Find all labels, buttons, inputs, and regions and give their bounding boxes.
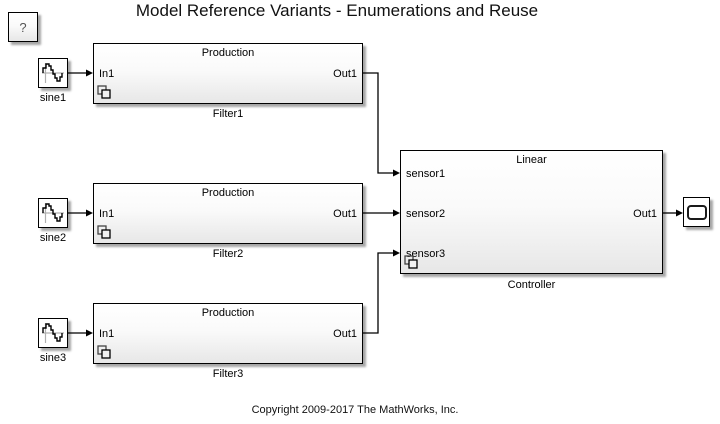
controller-sensor3-port-label: sensor3 (406, 248, 446, 260)
copyright-annotation: Copyright 2009-2017 The MathWorks, Inc. (251, 404, 459, 416)
variant-badge-icon (404, 255, 418, 269)
filter2-block-name: Filter2 (212, 248, 244, 260)
sine3-block-name: sine3 (39, 352, 67, 364)
signal-line-sine3-filter3[interactable] (68, 329, 93, 337)
filter2-inport-label: In1 (99, 208, 115, 220)
variant-badge-icon (97, 345, 111, 359)
sine1-source-block[interactable] (38, 58, 68, 88)
filter3-block-name: Filter3 (212, 368, 244, 380)
sine1-block-name: sine1 (39, 92, 67, 104)
signal-line-filter2-sensor2[interactable] (363, 209, 400, 217)
sine2-block-name: sine2 (39, 232, 67, 244)
sine-wave-icon (42, 323, 64, 343)
sine3-source-block[interactable] (38, 318, 68, 348)
sine2-source-block[interactable] (38, 198, 68, 228)
sine-wave-icon (42, 63, 64, 83)
filter2-block[interactable]: Production In1 Out1 (93, 183, 363, 244)
filter3-outport-label: Out1 (333, 328, 357, 340)
controller-block[interactable]: Linear sensor1 sensor2 sensor3 Out1 (400, 150, 663, 274)
scope-block[interactable] (683, 197, 710, 227)
signal-line-controller-scope[interactable] (663, 209, 683, 217)
variant-badge-icon (97, 85, 111, 99)
model-title: Model Reference Variants - Enumerations … (135, 1, 539, 20)
filter3-inport-label: In1 (99, 328, 115, 340)
filter2-variant-label: Production (201, 187, 255, 199)
filter1-block-name: Filter1 (212, 108, 244, 120)
controller-sensor1-port-label: sensor1 (406, 168, 446, 180)
signal-line-sine2-filter2[interactable] (68, 209, 93, 217)
sine-wave-icon (42, 203, 64, 223)
signal-line-sine1-filter1[interactable] (68, 69, 93, 77)
signal-line-filter3-sensor3[interactable] (363, 249, 400, 334)
controller-outport-label: Out1 (633, 208, 657, 220)
help-question-label: ? (19, 19, 27, 35)
filter1-outport-label: Out1 (333, 68, 357, 80)
signal-line-filter1-sensor1[interactable] (363, 72, 400, 177)
controller-block-name: Controller (507, 279, 556, 291)
controller-variant-label: Linear (516, 154, 547, 166)
filter1-block[interactable]: Production In1 Out1 (93, 43, 363, 104)
help-block[interactable]: ? (8, 12, 38, 42)
variant-badge-icon (97, 225, 111, 239)
filter3-variant-label: Production (201, 307, 255, 319)
controller-sensor2-port-label: sensor2 (406, 208, 446, 220)
scope-display-icon (687, 205, 707, 220)
filter2-outport-label: Out1 (333, 208, 357, 220)
filter3-block[interactable]: Production In1 Out1 (93, 303, 363, 364)
filter1-inport-label: In1 (99, 68, 115, 80)
filter1-variant-label: Production (201, 47, 255, 59)
